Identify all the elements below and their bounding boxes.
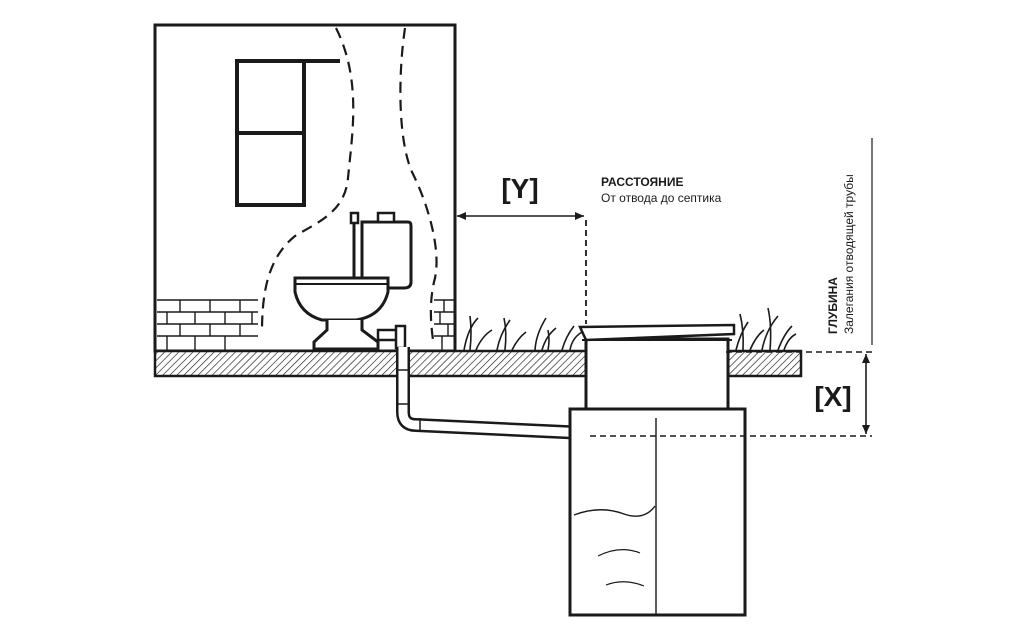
distance-title: РАССТОЯНИЕ xyxy=(601,175,683,189)
toilet-icon xyxy=(293,211,413,351)
depth-dimension: [X] ГЛУБИНА Залегания отводящей трубы xyxy=(590,138,873,437)
cutaway-line-right xyxy=(399,27,438,341)
window xyxy=(235,59,340,207)
cutaway-line-left xyxy=(260,27,355,333)
brick-left xyxy=(157,299,258,350)
septic-tank xyxy=(568,323,747,617)
brick-right xyxy=(434,299,454,350)
tank-body xyxy=(568,407,747,617)
depth-bracket-label: [X] xyxy=(814,381,851,412)
depth-subtitle: Залегания отводящей трубы xyxy=(842,174,856,334)
distance-subtitle: От отвода до септика xyxy=(601,191,722,205)
depth-title: ГЛУБИНА xyxy=(826,277,840,334)
grass xyxy=(463,307,797,351)
distance-dimension: [Y] РАССТОЯНИЕ От отвода до септика xyxy=(457,173,722,324)
tank-neck xyxy=(584,337,730,411)
distance-bracket-label: [Y] xyxy=(501,173,538,204)
tank-lid xyxy=(578,323,736,342)
